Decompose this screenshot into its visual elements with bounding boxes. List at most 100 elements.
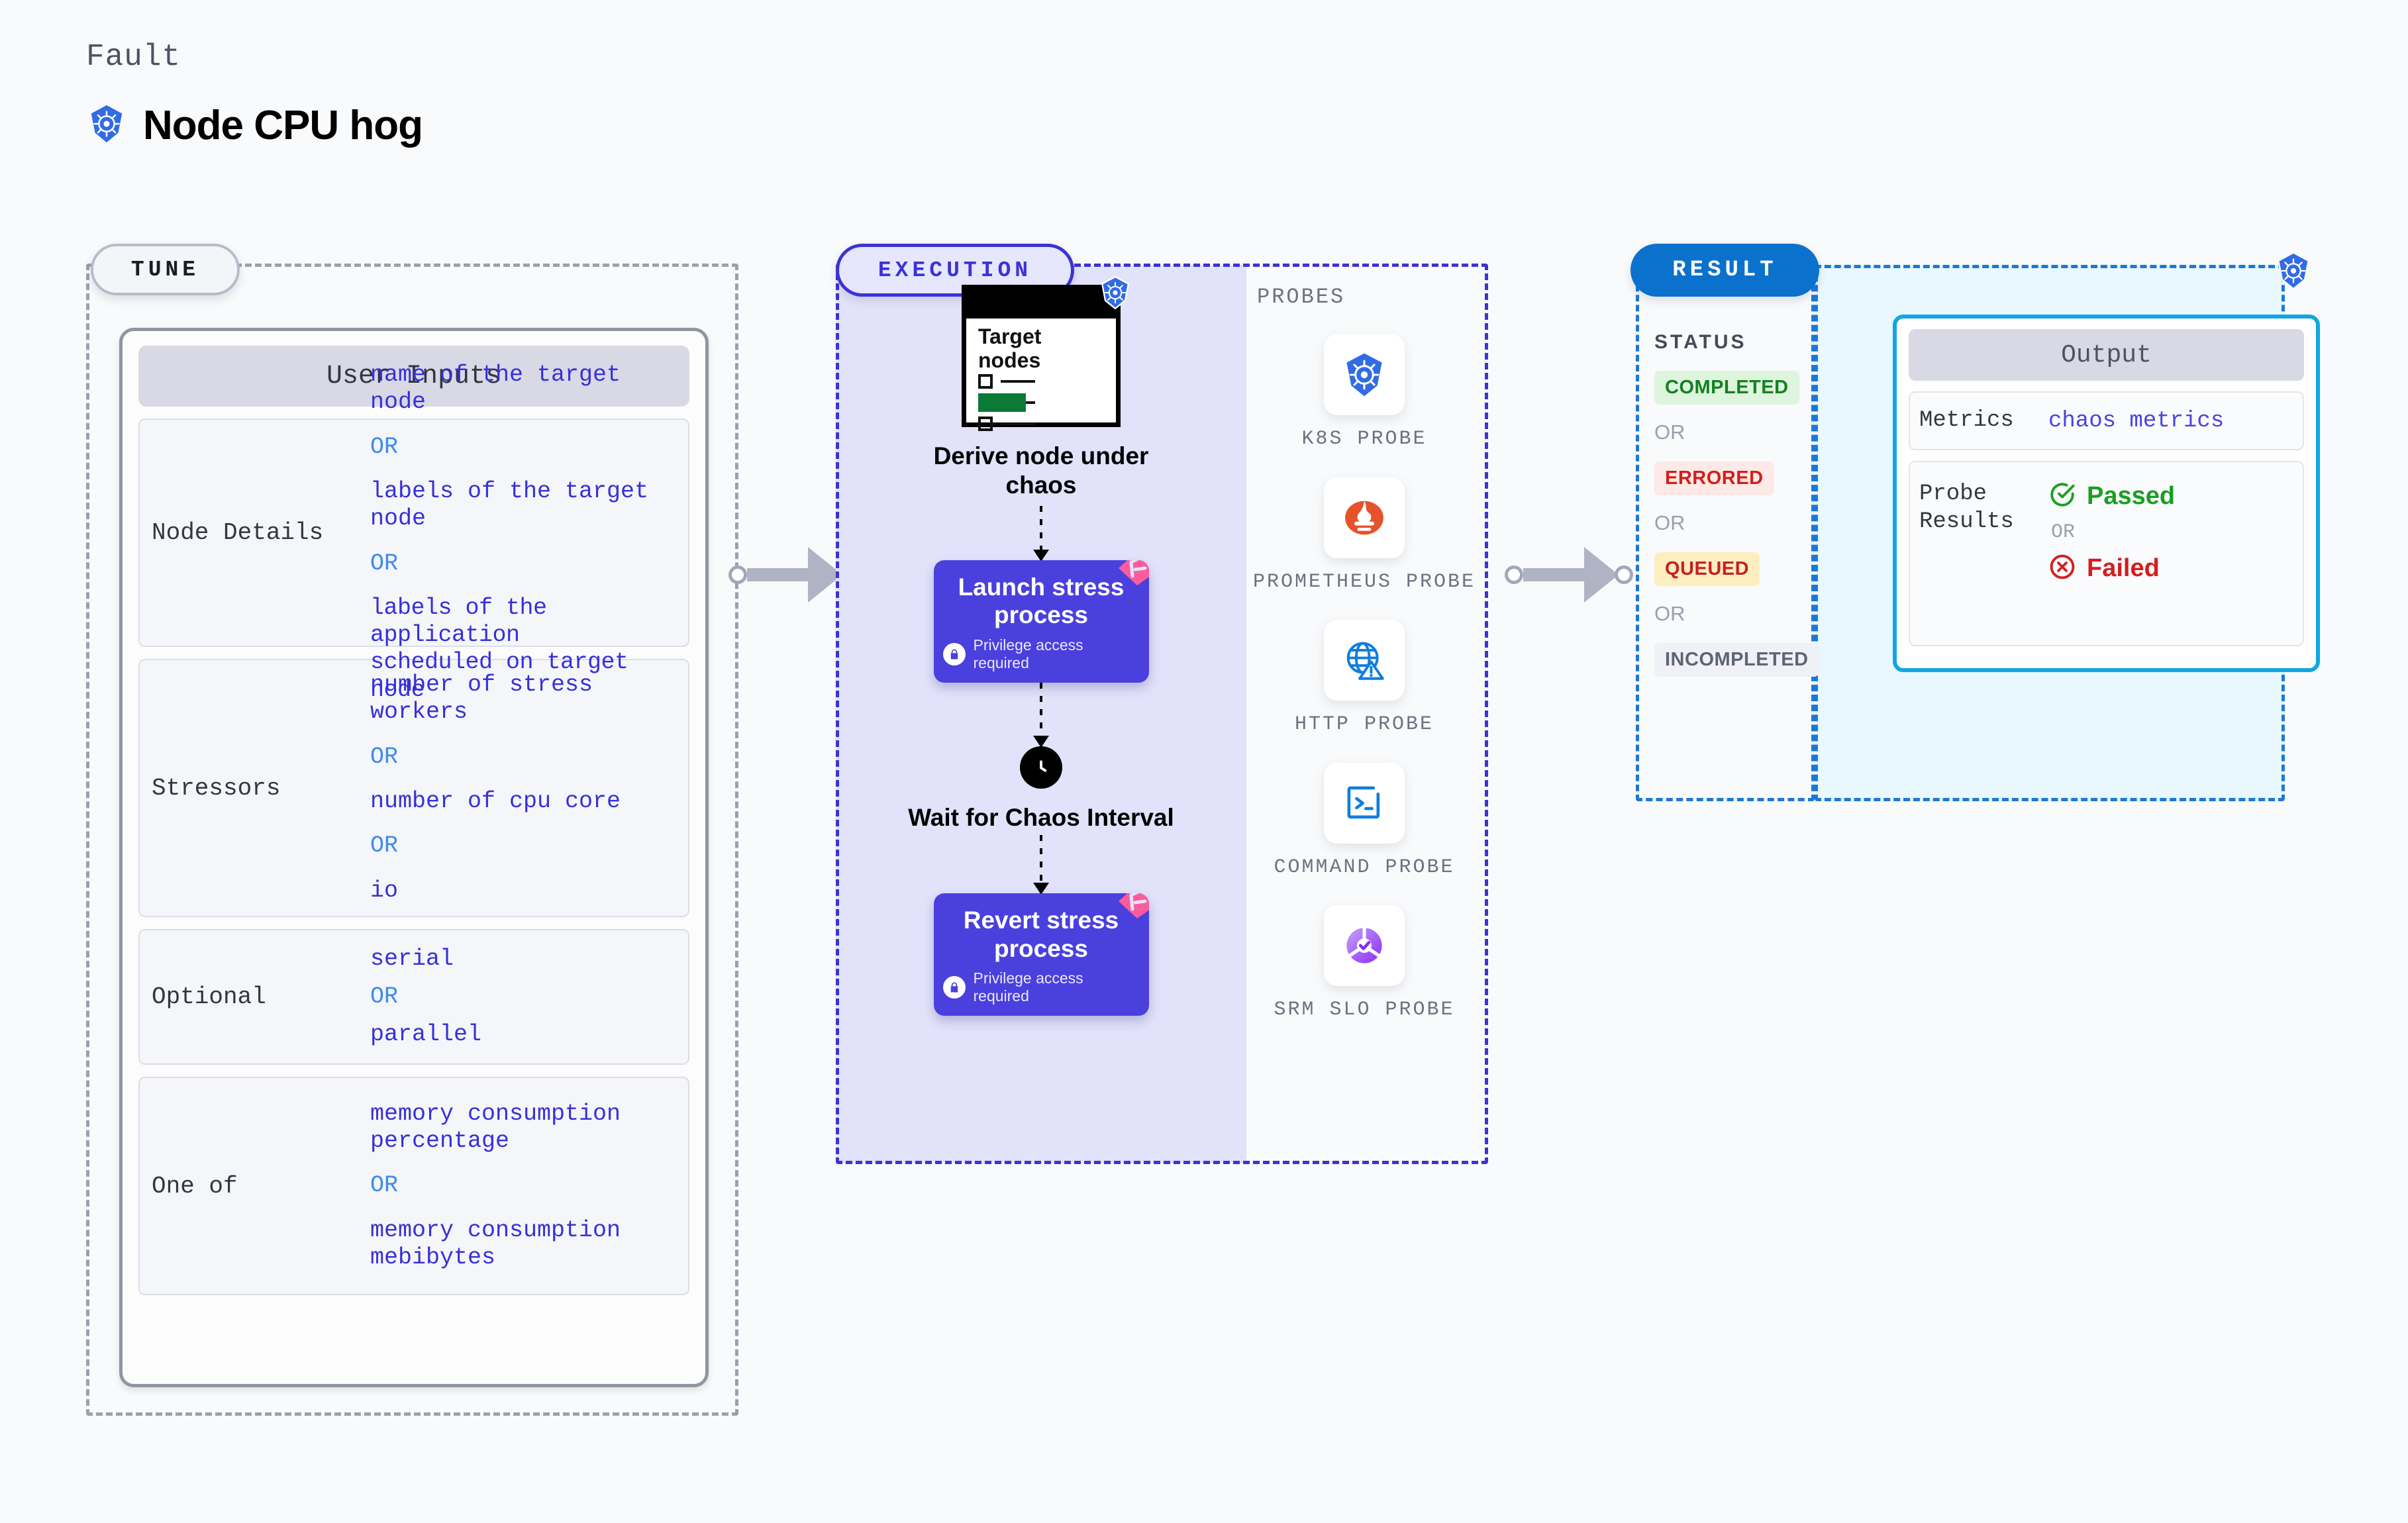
page-title: Node CPU hog — [143, 103, 423, 148]
tune-value: number of stress workers — [370, 671, 593, 726]
tune-row-values: name of the target node OR labels of the… — [370, 362, 681, 704]
connector-arrowhead — [1584, 547, 1619, 603]
x-circle-icon — [2048, 553, 2076, 584]
execution-flow: Target nodes — [836, 275, 1246, 1016]
clock-icon — [1020, 746, 1062, 789]
fault-title-row: Node CPU hog — [86, 102, 423, 149]
document-list-item — [978, 417, 1035, 431]
tune-separator: OR — [370, 832, 399, 860]
tune-card: User Inputs Node Details name of the tar… — [119, 328, 709, 1387]
revert-stress-card[interactable]: Revert stress process Privilege access r… — [933, 893, 1149, 1016]
srm-slo-icon — [1324, 905, 1405, 986]
tune-value: number of cpu core — [370, 788, 621, 814]
probe-result-label: Failed — [2087, 554, 2160, 583]
tune-row-values: number of stress workers OR number of cp… — [370, 671, 681, 905]
check-circle-icon — [2048, 481, 2076, 512]
flow-step-revert-stress: Revert stress process Privilege access r… — [836, 893, 1246, 1016]
probe-command[interactable]: COMMAND PROBE — [1252, 762, 1477, 881]
flow-step-caption: Derive node under chaos — [933, 442, 1149, 499]
checkbox-icon — [978, 417, 993, 431]
status-badge: INCOMPLETED — [1654, 643, 1819, 677]
flow-step-launch-stress: Launch stress process Privilege access r… — [836, 560, 1246, 683]
checkbox-icon — [978, 374, 993, 389]
tune-separator: OR — [370, 433, 399, 460]
connector-bar — [1523, 568, 1584, 581]
line-placeholder — [1001, 422, 1035, 425]
flow-step-wait-interval: Wait for Chaos Interval — [836, 746, 1246, 832]
tune-separator: OR — [370, 550, 399, 577]
tune-value: labels of the application scheduled on t… — [370, 594, 628, 703]
tune-row-values: memory consumption percentage OR memory … — [370, 1101, 681, 1271]
status-label: STATUS — [1654, 331, 1747, 353]
output-header: Output — [1909, 329, 2304, 381]
probe-result-failed: Failed — [2048, 553, 2175, 584]
status-badge: ERRORED — [1654, 462, 1774, 495]
probe-http[interactable]: HTTP PROBE — [1252, 620, 1477, 738]
launch-stress-card[interactable]: Launch stress process Privilege access r… — [933, 560, 1149, 683]
tune-separator: OR — [370, 1172, 399, 1199]
fault-kicker: Fault — [86, 40, 181, 74]
step-subtext: Privilege access required — [973, 969, 1083, 1005]
status-badge: QUEUED — [1654, 552, 1760, 586]
kubernetes-icon — [2273, 250, 2314, 295]
tune-row: One of memory consumption percentage OR … — [138, 1077, 689, 1295]
probe-result-separator: OR — [2051, 521, 2076, 544]
connector-dot — [1615, 565, 1633, 584]
probe-label: COMMAND PROBE — [1274, 856, 1455, 879]
probes-label: PROBES — [1257, 285, 1346, 309]
tune-row-label: One of — [152, 1172, 238, 1200]
tune-separator: OR — [370, 743, 399, 770]
document-list-item — [978, 374, 1035, 389]
tune-value: labels of the target node — [370, 477, 649, 532]
line-placeholder — [1001, 380, 1035, 383]
probe-label: SRM SLO PROBE — [1274, 999, 1455, 1021]
document-submit-bar — [978, 393, 1026, 412]
execution-section-boundary — [836, 264, 1488, 1164]
step-title: Revert stress process — [963, 907, 1119, 962]
tune-row-label: Optional — [152, 983, 266, 1010]
probe-result-passed: Passed — [2048, 481, 2175, 512]
document-title-bar — [966, 289, 1116, 319]
step-subtext-row: Privilege access required — [942, 636, 1140, 672]
flow-arrow — [1033, 505, 1049, 562]
tune-value: serial — [370, 945, 454, 972]
tune-value: memory consumption percentage — [370, 1100, 621, 1155]
probe-result-label: Passed — [2087, 482, 2176, 511]
probes-column: PROBES K8S PROBE — [1252, 285, 1477, 1023]
tune-value: io — [370, 877, 399, 904]
probe-prometheus[interactable]: PROMETHEUS PROBE — [1252, 477, 1477, 595]
result-pill-label: RESULT — [1630, 244, 1819, 297]
output-probe-results-row: Probe Results Passed OR — [1909, 461, 2304, 647]
http-globe-warning-icon — [1324, 620, 1405, 701]
lock-icon — [942, 642, 966, 665]
step-subtext: Privilege access required — [973, 636, 1083, 671]
probe-k8s[interactable]: K8S PROBE — [1252, 334, 1477, 452]
probe-srm-slo[interactable]: SRM SLO PROBE — [1252, 905, 1477, 1023]
output-row-label: Metrics — [1919, 408, 2014, 433]
step-title: Launch stress process — [958, 573, 1125, 629]
output-row-label: Probe Results — [1919, 481, 2014, 534]
connector-execution-to-result — [1505, 547, 1633, 603]
tune-pill-label: TUNE — [91, 244, 240, 295]
document-title: Target nodes — [978, 324, 1042, 372]
tune-row-values: serial OR parallel — [370, 946, 681, 1049]
kubernetes-icon — [1324, 334, 1405, 415]
probe-label: K8S PROBE — [1301, 428, 1427, 450]
status-separator: OR — [1654, 420, 1685, 444]
tune-row: Node Details name of the target node OR … — [138, 362, 689, 703]
page-header: Fault Node CPU hog — [86, 40, 423, 149]
connector-dot — [1505, 565, 1523, 584]
lock-icon — [942, 976, 966, 999]
tune-row: Stressors number of stress workers OR nu… — [138, 659, 689, 917]
execution-pill-label: EXECUTION — [836, 244, 1074, 297]
user-inputs-header: User Inputs — [138, 346, 689, 407]
status-column: STATUS COMPLETED OR ERRORED OR QUEUED OR… — [1654, 331, 1819, 677]
tune-value: memory consumption mebibytes — [370, 1216, 621, 1271]
kubernetes-icon — [86, 103, 127, 148]
step-subtext-row: Privilege access required — [942, 969, 1140, 1005]
probe-label: PROMETHEUS PROBE — [1252, 570, 1476, 593]
probe-label: HTTP PROBE — [1294, 713, 1434, 736]
tune-separator: OR — [370, 983, 399, 1010]
tune-row-label: Stressors — [152, 774, 281, 802]
linux-tux-icon — [1115, 560, 1149, 595]
